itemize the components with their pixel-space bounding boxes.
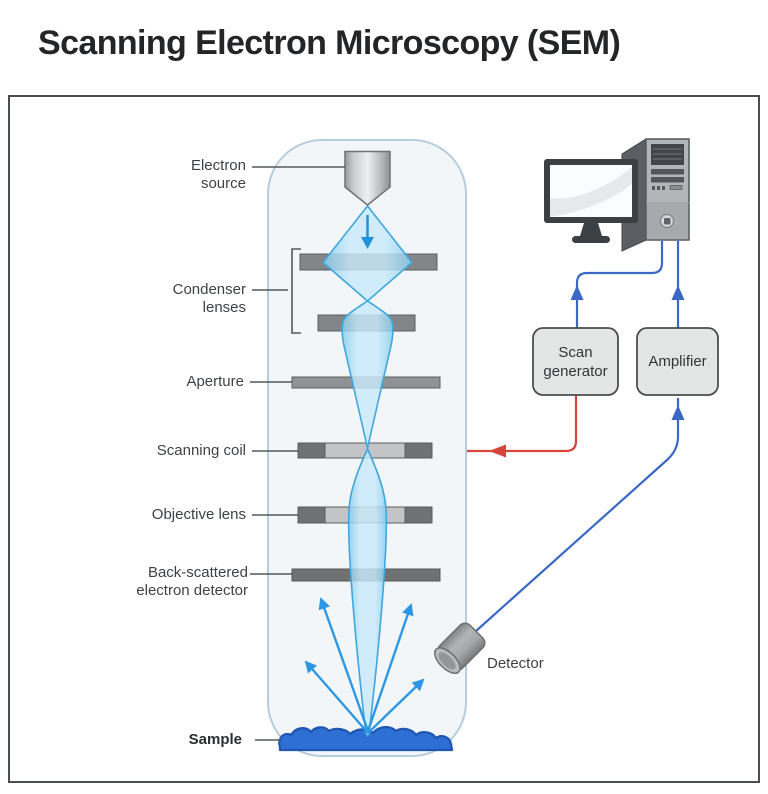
scan-generator-label: Scan generator: [543, 343, 608, 380]
monitor-icon: [544, 159, 638, 243]
amplifier-to-computer-line: [671, 241, 685, 328]
detector-label: Detector: [487, 655, 544, 672]
detector-icon: [433, 622, 486, 675]
amplifier-label: Amplifier: [648, 353, 707, 370]
electron-beam: [322, 205, 413, 737]
scan-generator-box: [532, 327, 619, 396]
beam-direction-arrow: [361, 215, 374, 249]
detector-to-amplifier-line: [475, 398, 685, 632]
electron-source-icon: [344, 150, 391, 206]
leader-lines: [250, 166, 345, 741]
bse-detector-label: Back-scattered electron detector: [136, 564, 248, 599]
page-title: Scanning Electron Microscopy (SEM): [38, 24, 621, 62]
sample-label: Sample: [188, 731, 242, 748]
amplifier-box: [636, 327, 719, 396]
condenser-lenses-label: Condenser lenses: [172, 281, 246, 316]
scanning-coil-bar: [297, 442, 433, 459]
scan-signal-line-red: [467, 395, 578, 458]
condenser-bracket: [291, 248, 301, 334]
scanning-coil-label: Scanning coil: [156, 442, 246, 459]
objective-lens-label: Objective lens: [151, 506, 246, 523]
scattered-electron-arrows: [304, 597, 425, 734]
electron-source-label: Electron source: [190, 157, 246, 192]
scan-generator-to-computer-line: [570, 241, 664, 328]
aperture-label: Aperture: [186, 373, 244, 390]
